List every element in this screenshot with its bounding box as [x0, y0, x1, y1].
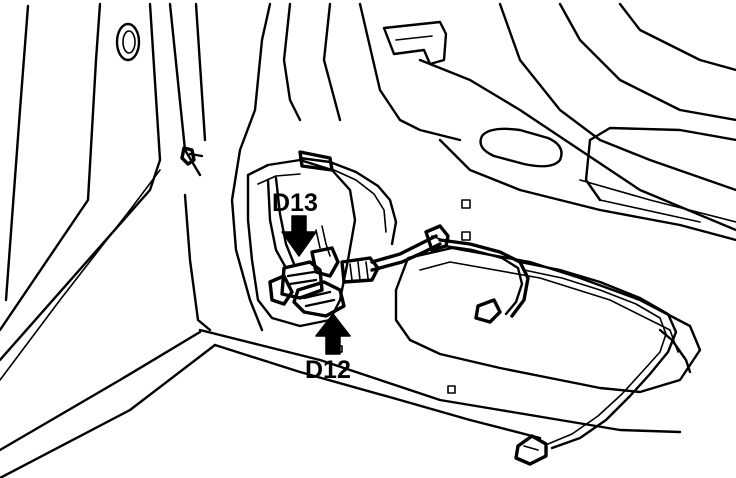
label-d13: D13 — [272, 189, 318, 217]
pillar-grommet — [115, 22, 141, 62]
connector-d13 — [280, 246, 340, 300]
harness-clip-lower — [474, 298, 502, 324]
label-d12: D12 — [305, 356, 351, 384]
connector-opening — [246, 158, 357, 328]
inline-connector — [340, 256, 380, 284]
handle-recess — [382, 20, 448, 66]
lead-wires — [266, 176, 331, 270]
door-pillar — [0, 2, 217, 478]
window-cutout — [584, 126, 736, 202]
pillar-clip — [180, 146, 204, 166]
arrow-d13 — [281, 215, 317, 257]
harness-clip-right — [424, 224, 450, 252]
connector-end — [514, 434, 548, 466]
arrow-d12 — [315, 313, 351, 355]
door-inner-panel — [198, 2, 736, 440]
panel-slot — [479, 127, 563, 168]
mount-holes — [335, 199, 471, 394]
wiring-harness — [298, 150, 692, 450]
connector-d12 — [268, 274, 346, 318]
access-hole — [394, 246, 702, 394]
